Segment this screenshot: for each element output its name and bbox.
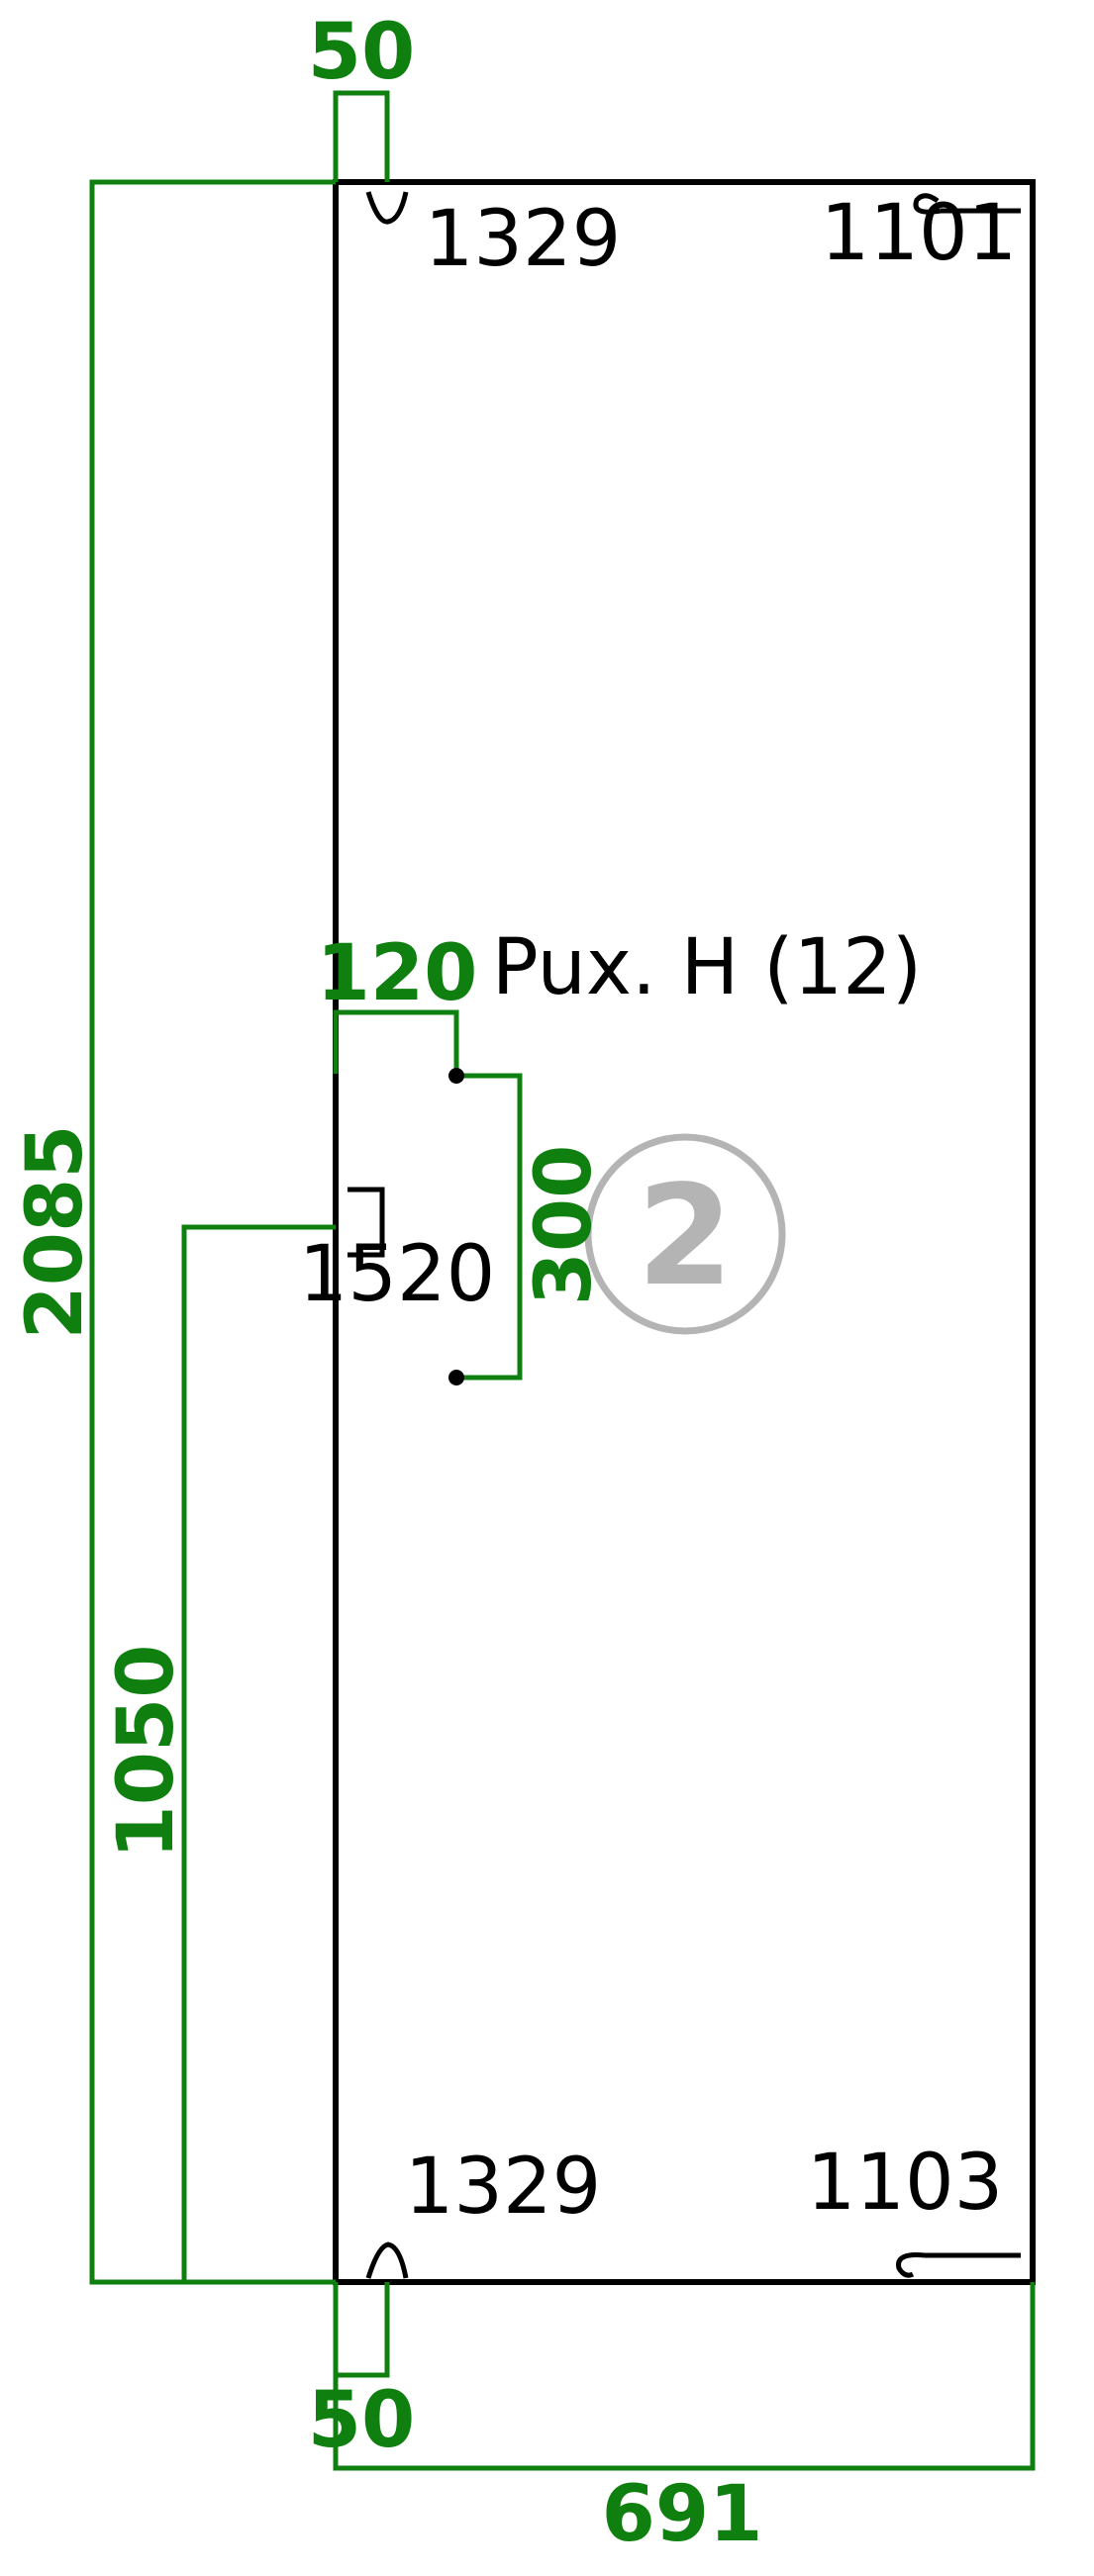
dimension-label-hinge-offset: 120 bbox=[317, 929, 478, 1018]
hinge-hole-top bbox=[448, 1068, 464, 1084]
dimension-line-hinge-offset bbox=[333, 1009, 459, 1076]
dimension-label-width: 691 bbox=[602, 2470, 763, 2559]
edge-hook-bottom-right bbox=[896, 2252, 926, 2278]
dimension-label-total-height: 2085 bbox=[11, 1124, 100, 1339]
hinge-points bbox=[448, 1068, 464, 1385]
edge-symbol-top-left bbox=[365, 191, 409, 225]
dimension-label-handle-height: 1050 bbox=[102, 1644, 191, 1859]
panel-name-label: Pux. H (12) bbox=[492, 923, 922, 1012]
dimension-lines bbox=[89, 90, 1036, 2471]
label-bottom-right-code: 1103 bbox=[807, 2139, 1004, 2228]
dimension-line-handle-height bbox=[181, 1224, 336, 2282]
badge-number: 2 bbox=[637, 1156, 733, 1317]
hinge-hole-bottom bbox=[448, 1370, 464, 1385]
dimension-label-hinge-spacing: 300 bbox=[520, 1145, 609, 1306]
badge-circle bbox=[584, 1133, 786, 1335]
panel-rectangle bbox=[333, 179, 1036, 2285]
label-handle-code: 1520 bbox=[299, 1230, 496, 1319]
label-bottom-left-code: 1329 bbox=[405, 2143, 602, 2232]
label-top-left-code: 1329 bbox=[425, 195, 622, 284]
dimension-label-bottom-offset: 50 bbox=[308, 2376, 416, 2465]
dimension-line-width bbox=[333, 2282, 1036, 2471]
edge-symbol-bottom-left bbox=[365, 2242, 409, 2279]
panel-outline bbox=[333, 179, 1036, 2285]
handle-bracket-symbol bbox=[348, 1187, 385, 1258]
edge-symbols bbox=[348, 191, 1021, 2279]
label-top-right-code: 1101 bbox=[821, 189, 1018, 278]
dimension-line-total-height bbox=[89, 179, 336, 2285]
dimension-line-hinge-spacing bbox=[456, 1073, 523, 1381]
edge-hook-top-right bbox=[913, 193, 942, 215]
dimension-label-top-offset: 50 bbox=[308, 8, 416, 97]
dimension-line-top-offset bbox=[333, 90, 390, 182]
panel-badge: 2 bbox=[584, 1133, 786, 1335]
dimension-line-bottom-offset bbox=[333, 2282, 390, 2378]
